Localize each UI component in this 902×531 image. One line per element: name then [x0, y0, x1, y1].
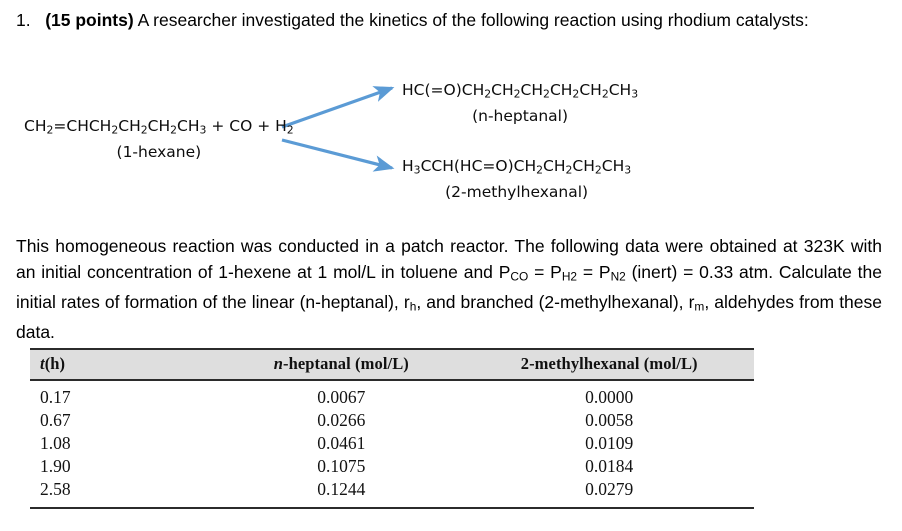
cell-2-methylhexanal: 0.0058: [585, 410, 634, 430]
subscript: 2: [543, 87, 550, 101]
cell-n-heptanal: 0.0461: [317, 433, 366, 453]
cell-n-heptanal: 0.0266: [317, 410, 366, 430]
subscript: H2: [561, 269, 578, 284]
table-row: 0.17 0.0067 0.0000: [30, 380, 754, 409]
problem-stem-text: A researcher investigated the kinetics o…: [133, 10, 809, 30]
kinetics-data-table: t(h) n-heptanal (mol/L) 2-methylhexanal …: [30, 348, 754, 509]
reactant-formula: CH2=CHCH2CH2CH2CH3 + CO + H2: [24, 117, 294, 137]
table-row: 2.58 0.1244 0.0279: [30, 478, 754, 507]
reaction-arrows: [281, 86, 395, 172]
subscript: 2: [536, 163, 544, 177]
cell-time: 1.90: [40, 456, 71, 476]
cell-2-methylhexanal: 0.0184: [585, 456, 634, 476]
subscript: 2: [170, 123, 178, 137]
column-header-n-heptanal-rest: -heptanal (mol/L): [282, 354, 409, 373]
body-paragraph-text: This homogeneous reaction was conducted …: [16, 236, 883, 342]
cell-time: 0.67: [40, 410, 71, 430]
column-header-time: t(h): [30, 348, 219, 381]
table-row: 1.08 0.0461 0.0109: [30, 432, 754, 455]
points-label: (15 points): [45, 10, 134, 30]
subscript: 2: [572, 87, 580, 101]
reaction-scheme: CH2=CHCH2CH2CH2CH3 + CO + H2 (1-hexane) …: [0, 72, 902, 207]
subscript: h: [409, 299, 417, 314]
table-bottom-rule: [30, 507, 754, 509]
arrow-to-n-heptanal: [281, 86, 395, 129]
subscript: 2: [46, 123, 54, 137]
table-row: 0.67 0.0266 0.0058: [30, 409, 754, 432]
subscript: 3: [631, 87, 639, 101]
cell-n-heptanal: 0.1075: [317, 456, 366, 476]
cell-2-methylhexanal: 0.0279: [585, 479, 634, 499]
cell-2-methylhexanal: 0.0109: [585, 433, 634, 453]
subscript: 3: [624, 163, 632, 177]
problem-statement: 1. (15 points) A researcher investigated…: [16, 8, 882, 33]
subscript: CO: [510, 269, 529, 284]
subscript: 2: [111, 123, 119, 137]
subscript: m: [694, 299, 705, 314]
subscript: N2: [610, 269, 626, 284]
subscript: 3: [413, 163, 421, 177]
table-body: 0.17 0.0067 0.0000 0.67 0.0266 0.0058 1.08 0.04…: [30, 380, 754, 507]
cell-time: 1.08: [40, 433, 71, 453]
cell-time: 2.58: [40, 479, 71, 499]
product-2-methylhexanal: H3CCH(HC=O)CH2CH2CH2CH3 (2-methylhexanal…: [402, 156, 631, 202]
subscript: 2: [140, 123, 148, 137]
column-header-n-prefix: n: [273, 354, 283, 373]
subscript: 2: [484, 87, 492, 101]
table-row: 1.90 0.1075 0.0184: [30, 455, 754, 478]
product-n-heptanal-formula: HC(=O)CH2CH2CH2CH2CH2CH3: [402, 81, 639, 101]
body-paragraph: This homogeneous reaction was conducted …: [16, 234, 882, 345]
table-header-row: t(h) n-heptanal (mol/L) 2-methylhexanal …: [30, 348, 754, 381]
product-2-methylhexanal-name: (2-methylhexanal): [445, 182, 589, 201]
problem-number: 1.: [16, 10, 31, 30]
column-header-2-methylhexanal: 2-methylhexanal (mol/L): [464, 348, 754, 381]
subscript: 2: [601, 87, 609, 101]
arrow-to-2-methylhexanal: [281, 138, 395, 172]
reactant-species: CH2=CHCH2CH2CH2CH3 + CO + H2 (1-hexane): [24, 116, 294, 162]
column-header-n-heptanal: n-heptanal (mol/L): [218, 348, 465, 381]
subscript: 2: [594, 163, 602, 177]
cell-n-heptanal: 0.0067: [317, 387, 366, 407]
product-n-heptanal-name: (n-heptanal): [472, 106, 569, 125]
subscript: 2: [513, 87, 521, 101]
product-n-heptanal: HC(=O)CH2CH2CH2CH2CH2CH3 (n-heptanal): [402, 80, 638, 126]
subscript: 2: [565, 163, 573, 177]
reactant-name: (1-hexane): [116, 142, 202, 161]
subscript: 2: [286, 123, 294, 137]
subscript: 3: [199, 123, 207, 137]
cell-time: 0.17: [40, 387, 71, 407]
cell-2-methylhexanal: 0.0000: [585, 387, 634, 407]
cell-n-heptanal: 0.1244: [317, 479, 366, 499]
column-header-time-unit: (h): [44, 354, 66, 373]
column-header-time-symbol: t: [40, 354, 45, 373]
product-2-methylhexanal-formula: H3CCH(HC=O)CH2CH2CH2CH3: [402, 157, 632, 177]
